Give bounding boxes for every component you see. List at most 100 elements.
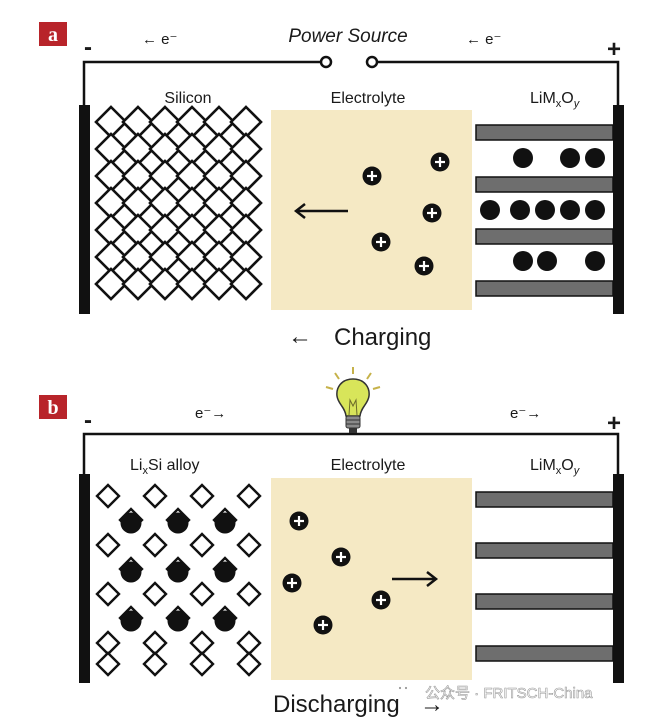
- lithium-ion: [422, 203, 442, 223]
- silicon-atom: [95, 532, 121, 558]
- silicon-atom: [142, 651, 168, 677]
- lithium-atom: [167, 561, 189, 583]
- silicon-atom: [189, 581, 215, 607]
- charging-label: Charging: [334, 324, 431, 351]
- negative-terminal: -: [84, 34, 92, 61]
- lattice-gap: [227, 130, 237, 140]
- source-terminal-right: [365, 55, 379, 69]
- panel-a: a - + ← e⁻ ← e⁻ Power Source Silicon Ele…: [39, 22, 624, 351]
- panel-a-badge: a: [39, 22, 67, 46]
- lattice-gap: [200, 238, 210, 248]
- lithium-ion: [371, 590, 391, 610]
- lithium-ion: [362, 166, 382, 186]
- source-terminal-left: [319, 55, 333, 69]
- cathode-plate: [475, 176, 614, 193]
- electron-flow-right: ← e⁻: [466, 31, 501, 48]
- lithium-ion: [282, 573, 302, 593]
- lattice-gap: [173, 265, 183, 275]
- silicon-atom: [236, 581, 262, 607]
- lattice-gap: [119, 130, 129, 140]
- lithium-atom: [480, 200, 500, 220]
- lithium-atom: [585, 148, 605, 168]
- lithium-atom: [585, 200, 605, 220]
- lithium-atom: [560, 200, 580, 220]
- lithium-atom: [120, 561, 142, 583]
- lithium-atom: [513, 148, 533, 168]
- lithium-atom: [535, 200, 555, 220]
- lithium-atom: [214, 561, 236, 583]
- cathode-current-collector: [613, 105, 624, 314]
- cathode-plate: [475, 124, 614, 141]
- lithium-atom: [585, 251, 605, 271]
- watermark: 公众号 · FRITSCH-China: [395, 683, 593, 702]
- cathode-plate: [475, 542, 614, 559]
- lithium-ion: [289, 511, 309, 531]
- electron-flow-right: e⁻→: [510, 405, 541, 422]
- silicon-atom: [236, 651, 262, 677]
- electrolyte-region: [271, 478, 472, 680]
- lattice-gap: [173, 211, 183, 221]
- lithium-atom: [167, 512, 189, 534]
- lattice-gap: [119, 265, 129, 275]
- silicon-atom: [236, 630, 262, 656]
- anode-current-collector: [79, 474, 90, 683]
- panel-b-badge: b: [39, 395, 67, 419]
- cathode-plate: [475, 593, 614, 610]
- lattice-gap: [146, 184, 156, 194]
- silicon-atom: [189, 651, 215, 677]
- lattice-gap: [119, 184, 129, 194]
- cathode-label: LiMxOy: [530, 90, 581, 110]
- lithium-atom: [214, 512, 236, 534]
- cathode-plate: [475, 491, 614, 508]
- silicon-atom: [142, 630, 168, 656]
- lattice-gap: [227, 238, 237, 248]
- lithium-ion: [331, 547, 351, 567]
- cathode-plates: [475, 124, 614, 297]
- cathode-plate: [475, 280, 614, 297]
- lattice-gap: [119, 238, 129, 248]
- silicon-atom: [236, 532, 262, 558]
- cathode-plate: [475, 645, 614, 662]
- silicon-atom: [236, 483, 262, 509]
- electron-flow-left: ← e⁻: [142, 31, 177, 48]
- panel-b-circuit-wire: [82, 432, 620, 474]
- power-source-label: Power Source: [288, 26, 407, 47]
- lithium-atom: [120, 610, 142, 632]
- positive-terminal: +: [607, 410, 621, 437]
- lithium-atom: [513, 251, 533, 271]
- electron-flow-left: e⁻→: [195, 405, 226, 422]
- discharging-label: Discharging: [273, 691, 400, 718]
- ion-flow-arrow: [392, 571, 439, 587]
- anode-label: Silicon: [164, 90, 211, 107]
- silicon-atom: [95, 630, 121, 656]
- electrolyte-label: Electrolyte: [331, 457, 406, 474]
- anode-label: LixSi alloy: [130, 457, 200, 477]
- lattice-gap: [227, 265, 237, 275]
- lattice-gap: [227, 184, 237, 194]
- badge-label: b: [47, 397, 58, 419]
- lattice-gap: [146, 265, 156, 275]
- cathode-label: LiMxOy: [530, 457, 581, 477]
- silicon-atom: [95, 483, 121, 509]
- lithium-atom: [560, 148, 580, 168]
- lithium-atom: [120, 512, 142, 534]
- silicon-atom: [189, 483, 215, 509]
- silicon-atom: [142, 483, 168, 509]
- lattice-gap: [119, 157, 129, 167]
- lattice-gap: [200, 130, 210, 140]
- charging-arrow: ←: [288, 323, 312, 350]
- lattice-gap: [146, 238, 156, 248]
- silicon-atom: [229, 267, 263, 301]
- positive-terminal: +: [607, 36, 621, 63]
- lithium-ion: [313, 615, 333, 635]
- lattice-gap: [173, 184, 183, 194]
- lattice-gap: [200, 184, 210, 194]
- wechat-icon: [395, 683, 419, 701]
- negative-terminal: -: [84, 407, 92, 434]
- lightbulb-icon: [325, 367, 381, 433]
- lattice-gap: [146, 130, 156, 140]
- electrolyte-label: Electrolyte: [331, 90, 406, 107]
- lattice-gap: [227, 157, 237, 167]
- badge-label: a: [48, 24, 58, 46]
